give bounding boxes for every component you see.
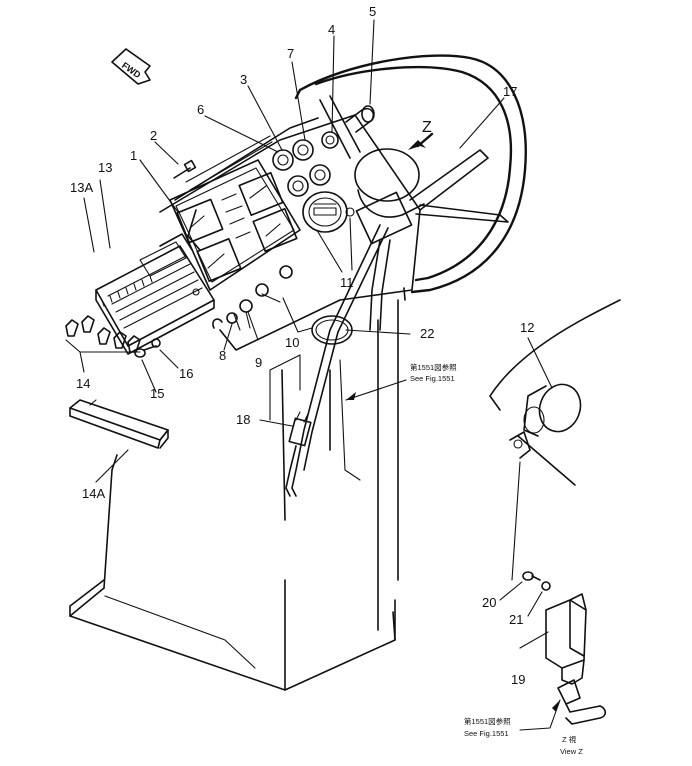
see-fig-upper-jp: 第1551図参照	[410, 362, 457, 372]
reference-arrows	[346, 132, 560, 712]
see-fig-lower-jp: 第1551図参照	[464, 716, 511, 726]
bolt-2	[173, 159, 197, 179]
fwd-label: FWD	[120, 60, 143, 80]
callout-12: 12	[520, 320, 534, 335]
steering-wheel	[294, 54, 527, 331]
round-gauges	[272, 105, 375, 197]
callout-10: 10	[285, 335, 299, 350]
panel-switches	[212, 265, 293, 331]
see-fig-upper-en: See Fig.1551	[410, 374, 455, 383]
fuse-box	[95, 233, 215, 355]
meter-panel	[169, 159, 301, 296]
callout-16: 16	[179, 366, 193, 381]
callout-3: 3	[240, 72, 247, 87]
callout-9: 9	[255, 355, 262, 370]
screw-20	[522, 571, 541, 581]
fwd-arrow-tag: FWD	[111, 48, 151, 85]
callout-1: 1	[130, 148, 137, 163]
callout-20: 20	[482, 595, 496, 610]
hour-meter	[302, 191, 355, 233]
see-fig-lower-en: See Fig.1551	[464, 729, 509, 738]
view-z-marker: Z	[422, 119, 432, 136]
callout-13a: 13A	[70, 180, 93, 195]
bolt-washer-15-16	[134, 338, 161, 358]
wire-harness	[285, 224, 389, 497]
callout-2: 2	[150, 128, 157, 143]
leader-lines	[65, 19, 561, 731]
callout-14: 14	[76, 376, 90, 391]
callout-21: 21	[509, 612, 523, 627]
callout-14a: 14A	[82, 486, 105, 501]
washer-21	[541, 581, 551, 591]
callout-22: 22	[420, 326, 434, 341]
callout-15: 15	[150, 386, 164, 401]
starting-switch-detail	[489, 299, 621, 486]
view-z-caption-jp: Z 視	[562, 735, 577, 744]
callout-13: 13	[98, 160, 112, 175]
view-z-caption-en: View Z	[560, 747, 583, 756]
callout-4: 4	[328, 22, 335, 37]
spare-fuses	[65, 315, 141, 353]
callout-8: 8	[219, 348, 226, 363]
pedestal-body	[69, 299, 399, 691]
callout-5: 5	[369, 4, 376, 19]
relay-19	[545, 593, 607, 725]
callout-6: 6	[197, 102, 204, 117]
callout-19: 19	[511, 672, 525, 687]
callout-numbers: 1 2 3 4 5 6 7 8 9 10 11 12 13 13A 14 14A…	[70, 4, 534, 687]
callout-17: 17	[503, 84, 517, 99]
callout-11: 11	[340, 275, 354, 290]
fuse-box-cover	[69, 399, 169, 449]
callout-18: 18	[236, 412, 250, 427]
console-housing	[159, 114, 421, 351]
callout-7: 7	[287, 46, 294, 61]
